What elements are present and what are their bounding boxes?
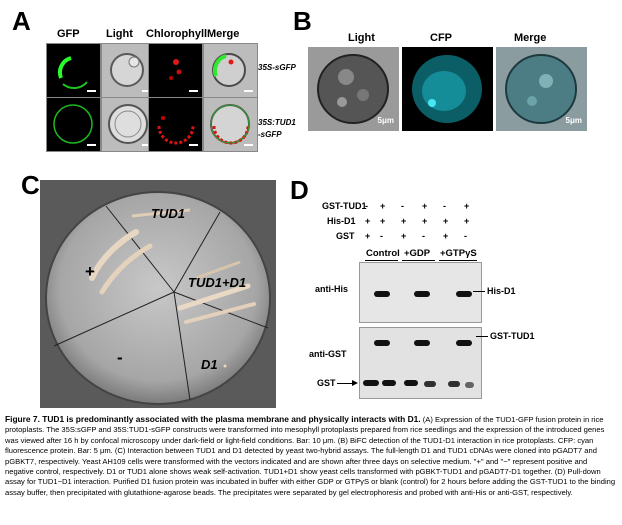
label-gst: GST — [317, 378, 336, 388]
gst-band-6 — [465, 382, 474, 388]
panel-a-merge-image-2 — [203, 97, 258, 152]
panel-a-row-label-3: -sGFP — [258, 130, 282, 139]
panel-a-gfp-image-2 — [46, 97, 101, 152]
sign-r3-c4: - — [422, 231, 425, 241]
his-band-2 — [414, 291, 430, 297]
panel-a-light-image-1 — [101, 43, 156, 98]
gst-band-1 — [363, 380, 379, 386]
panel-a-col-merge: Merge — [207, 28, 240, 40]
sign-r3-c5: + — [443, 231, 449, 241]
panel-a-row-label-1: 35S-sGFP — [258, 63, 296, 72]
sign-r2-c4: + — [422, 216, 428, 226]
figure-caption: Figure 7. TUD1 is predominantly associat… — [5, 414, 617, 498]
plate-sector-d1: D1 — [201, 357, 218, 372]
arrow-gst — [337, 383, 355, 384]
anti-gst-blot — [359, 327, 482, 399]
arrow-gst-head — [352, 380, 358, 386]
gst-band-3 — [404, 380, 418, 386]
group-control: Control — [366, 248, 400, 259]
sign-r2-c3: + — [401, 216, 407, 226]
sign-r3-c2: - — [380, 231, 383, 241]
plate-sector-negative: - — [117, 348, 123, 367]
panel-a-row-label-2: 35S:TUD1 — [258, 118, 296, 127]
panel-a-chlorophyll-image-1 — [148, 43, 203, 98]
row-label-gst: GST — [336, 231, 355, 241]
anti-his-blot — [359, 262, 482, 323]
sign-r1-c4: + — [422, 201, 428, 211]
panel-b-scale-label-2: 5μm — [565, 116, 582, 125]
plate-sector-positive: + — [85, 262, 95, 281]
group-underline-gdp — [402, 260, 435, 261]
panel-b-cfp-image — [402, 47, 493, 131]
panel-b-col-light: Light — [348, 32, 375, 44]
gst-tud1-band-3 — [456, 340, 472, 346]
sign-r3-c3: + — [401, 231, 407, 241]
panel-a-light-image-2 — [101, 97, 156, 152]
panel-a-chlorophyll-image-2 — [148, 97, 203, 152]
gst-tud1-band-2 — [414, 340, 430, 346]
gst-band-5 — [448, 381, 460, 387]
arrow-his-d1 — [473, 291, 485, 292]
panel-d-letter: D — [290, 175, 309, 205]
sign-r2-c5: + — [443, 216, 449, 226]
row-label-gst-tud1: GST-TUD1 — [322, 201, 367, 211]
sign-r1-c6: + — [464, 201, 470, 211]
caption-title: Figure 7. TUD1 is predominantly associat… — [5, 414, 421, 424]
sign-r1-c5: - — [443, 201, 446, 211]
panel-b-merge-image: 5μm — [496, 47, 587, 131]
panel-b-light-image: 5μm — [308, 47, 399, 131]
group-underline-gtpys — [439, 260, 477, 261]
panel-a-letter: A — [12, 6, 31, 36]
sign-r2-c6: + — [464, 216, 470, 226]
panel-b-letter: B — [293, 6, 312, 36]
gst-band-2 — [382, 380, 396, 386]
panel-a-merge-image-1 — [203, 43, 258, 98]
gst-tud1-band-1 — [374, 340, 390, 346]
gst-band-4 — [424, 381, 436, 387]
sign-r1-c2: + — [380, 201, 386, 211]
panel-b-scale-label-1: 5μm — [377, 116, 394, 125]
his-band-3 — [456, 291, 472, 297]
panel-b-col-cfp: CFP — [430, 32, 452, 44]
sign-r3-c1: + — [365, 231, 371, 241]
panel-a-col-light: Light — [106, 28, 133, 40]
panel-c-letter: C — [21, 170, 40, 200]
arrow-gst-tud1 — [476, 336, 488, 337]
caption-body: (A) Expression of the TUD1-GFP fusion pr… — [5, 415, 616, 497]
sign-r1-c3: - — [401, 201, 404, 211]
panel-b-col-merge: Merge — [514, 32, 547, 44]
sign-r3-c6: - — [464, 231, 467, 241]
group-underline-control — [365, 260, 398, 261]
label-anti-gst: anti-GST — [309, 349, 347, 359]
yeast-plate-photo — [40, 180, 276, 408]
panel-a-col-chlorophyll: Chlorophyll — [146, 28, 208, 40]
label-gst-tud1: GST-TUD1 — [490, 331, 535, 341]
sign-r1-c1: - — [365, 201, 368, 211]
panel-a-col-gfp: GFP — [57, 28, 80, 40]
panel-a-gfp-image-1 — [46, 43, 101, 98]
group-gtpys: +GTPγS — [440, 248, 477, 259]
plate-sector-tud1-d1: TUD1+D1 — [188, 275, 247, 290]
sign-r2-c2: + — [380, 216, 386, 226]
label-his-d1: His-D1 — [487, 286, 516, 296]
plate-sector-tud1: TUD1 — [151, 206, 185, 221]
his-band-1 — [374, 291, 390, 297]
label-anti-his: anti-His — [315, 284, 349, 294]
sign-r2-c1: + — [365, 216, 371, 226]
group-gdp: +GDP — [404, 248, 431, 259]
row-label-his-d1: His-D1 — [327, 216, 356, 226]
